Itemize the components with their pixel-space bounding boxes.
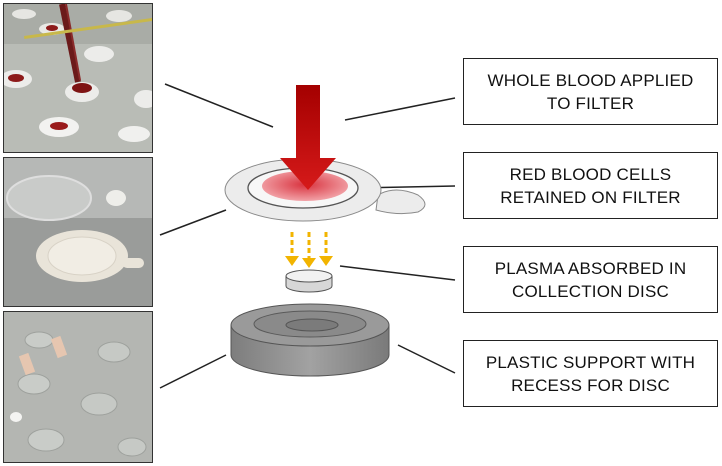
callout-plasma-line2: COLLECTION DISC [512, 281, 669, 301]
photo-filter-disc [3, 157, 153, 307]
plasma-arrowheads-icon [285, 256, 333, 268]
callout-whole-blood-line1: WHOLE BLOOD APPLIED [487, 70, 694, 90]
leader-photo2 [159, 209, 227, 236]
callout-plastic-support-line1: PLASTIC SUPPORT WITH [485, 352, 696, 372]
callout-plasma: PLASMA ABSORBED IN COLLECTION DISC [463, 246, 718, 313]
callout-plasma-line1: PLASMA ABSORBED IN [494, 258, 687, 278]
leader-callout1 [344, 97, 456, 121]
collection-disc [285, 269, 333, 293]
callout-whole-blood-line2: TO FILTER [546, 93, 635, 113]
photo-blood-application [3, 3, 153, 153]
leader-callout4 [397, 344, 456, 374]
callout-plastic-support-line2: RECESS FOR DISC [511, 375, 670, 395]
callout-red-blood-cells-line1: RED BLOOD CELLS [509, 164, 672, 184]
photo-plastic-supports [3, 311, 153, 463]
leader-photo3 [159, 354, 227, 389]
plasma-arrows-icon [290, 232, 328, 258]
blood-arrow-icon [280, 85, 336, 190]
plastic-support [230, 303, 390, 377]
callout-red-blood-cells-line2: RETAINED ON FILTER [500, 187, 681, 207]
leader-callout3 [339, 265, 456, 281]
callout-plastic-support: PLASTIC SUPPORT WITH RECESS FOR DISC [463, 340, 718, 407]
callout-whole-blood: WHOLE BLOOD APPLIED TO FILTER [463, 58, 718, 125]
callout-red-blood-cells: RED BLOOD CELLS RETAINED ON FILTER [463, 152, 718, 219]
leader-photo1 [164, 83, 274, 128]
